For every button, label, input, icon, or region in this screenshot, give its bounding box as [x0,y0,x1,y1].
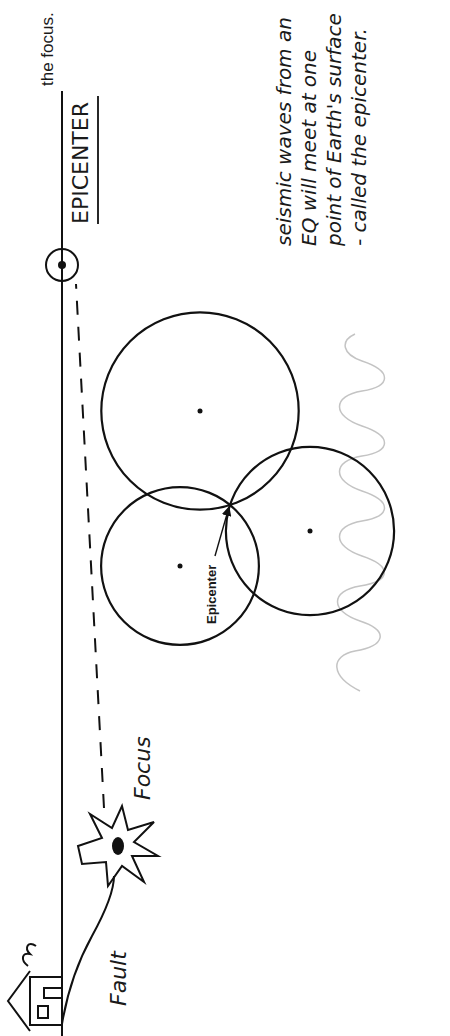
text-fragment: the focus. [38,12,58,86]
distance-circle [226,447,394,615]
underline [97,96,99,224]
station-dot [308,529,313,534]
distance-circle [101,312,298,509]
house-drawing [8,944,62,1031]
focus-dot [112,837,124,855]
epicenter-dot [58,261,66,269]
handwritten-label: Focus [130,736,155,800]
handwritten-label: Fault [106,951,131,1006]
leader-arrow [215,507,229,556]
dashed-line [76,284,104,808]
epicenter-mark [46,249,78,281]
distance-circle [101,487,259,645]
focus-star [78,806,158,886]
station-dot [198,409,203,414]
station-dot [178,564,183,569]
pencil-scribble [337,334,385,691]
handwritten-note: seismic waves from an EQ will meet at on… [272,8,372,246]
ground-line [61,91,63,1036]
printed-label: Epicenter [205,563,220,626]
handwritten-label: EPICENTER [68,102,93,224]
